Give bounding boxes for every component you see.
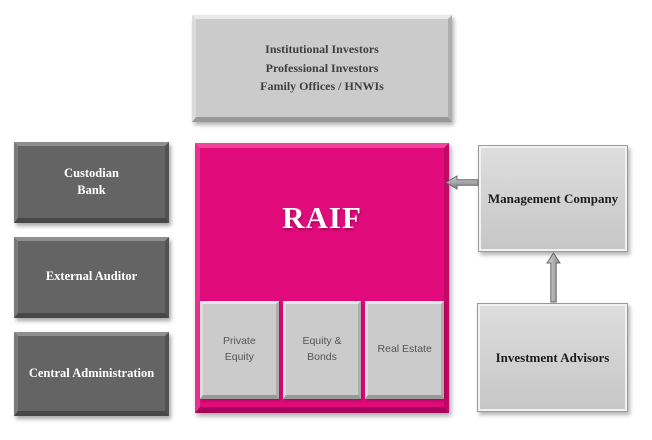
- management-company-label: Management Company: [487, 190, 619, 206]
- investment-advisors-label: Investment Advisors: [495, 349, 610, 365]
- custodian-bank-label: Custodian Bank: [64, 165, 119, 198]
- external-auditor-label: External Auditor: [45, 269, 138, 284]
- compartment-equity-bonds: Equity & Bonds: [282, 301, 362, 399]
- compartment-private-equity: Private Equity: [200, 301, 279, 399]
- custodian-bank-box: Custodian Bank: [14, 142, 169, 223]
- private-equity-label: Private Equity: [222, 335, 256, 363]
- investors-label: Institutional Investors Professional Inv…: [260, 42, 384, 94]
- management-company-box: Management Company: [478, 145, 628, 252]
- investors-box: Institutional Investors Professional Inv…: [192, 15, 452, 122]
- compartment-real-estate: Real Estate: [365, 301, 445, 399]
- equity-bonds-label: Equity & Bonds: [302, 335, 342, 363]
- real-estate-label: Real Estate: [377, 342, 432, 355]
- up-arrow-icon: [546, 252, 561, 303]
- raif-title: RAIF: [282, 200, 362, 235]
- central-administration-label: Central Administration: [28, 365, 155, 380]
- raif-compartments: Private Equity Equity & Bonds Real Estat…: [200, 301, 445, 399]
- investment-advisors-box: Investment Advisors: [477, 303, 628, 412]
- external-auditor-box: External Auditor: [14, 237, 169, 318]
- left-arrow-icon: [445, 175, 479, 190]
- raif-box: RAIF Private Equity Equity & Bonds Real …: [195, 143, 449, 413]
- central-administration-box: Central Administration: [14, 332, 169, 416]
